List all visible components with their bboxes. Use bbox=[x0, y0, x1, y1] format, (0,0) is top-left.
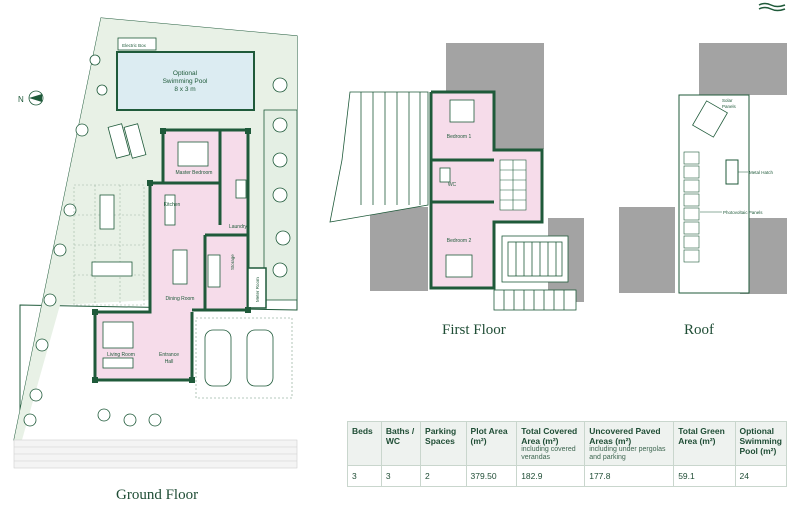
wall-posts bbox=[92, 128, 251, 383]
header-parking: Parking Spaces bbox=[420, 421, 467, 466]
meter-room bbox=[247, 267, 267, 309]
header-baths: Baths / WC bbox=[380, 421, 422, 466]
spec-table: Beds Baths / WC Parking Spaces Plot Area… bbox=[347, 421, 787, 487]
solar-panel bbox=[692, 100, 728, 138]
label-kitchen: Kitchen bbox=[164, 202, 181, 208]
roof-caption: Roof bbox=[684, 322, 714, 338]
photovoltaic-panels bbox=[683, 151, 700, 263]
label-entrance-2: Hall bbox=[165, 359, 174, 365]
label-laundry: Laundry bbox=[229, 224, 248, 230]
label-bedroom-1: Bedroom 1 bbox=[447, 134, 472, 140]
first-floor-plan: Bedroom 1 WC Bedroom 2 bbox=[329, 43, 584, 311]
lightwell bbox=[501, 235, 569, 283]
north-label: N bbox=[18, 95, 24, 104]
cars bbox=[204, 329, 274, 387]
metal-hatch bbox=[725, 159, 739, 185]
pergola-first bbox=[329, 91, 429, 223]
ground-floor-caption: Ground Floor bbox=[116, 487, 199, 503]
balcony-first bbox=[493, 289, 577, 311]
pool-label-2: Swimming Pool bbox=[163, 78, 208, 85]
compass-needle-icon bbox=[29, 94, 42, 102]
roof-slab-left bbox=[370, 207, 428, 291]
street-hatch bbox=[13, 439, 298, 469]
outdoor-table bbox=[99, 194, 115, 230]
label-dining-room: Dining Room bbox=[166, 296, 195, 302]
roof-plan: Solar Panels Metal Hatch Photovoltaic Pa… bbox=[619, 43, 787, 294]
cell-pool: 24 bbox=[734, 465, 787, 487]
cell-beds: 3 bbox=[347, 465, 382, 487]
header-plot-area: Plot Area (m²) bbox=[465, 421, 518, 466]
stairs bbox=[499, 159, 527, 211]
label-photovoltaic: Photovoltaic Panels bbox=[723, 210, 763, 215]
label-metal-hatch: Metal Hatch bbox=[749, 170, 774, 175]
first-floor-walls bbox=[429, 90, 544, 290]
pergola bbox=[73, 184, 145, 306]
header-beds: Beds bbox=[347, 421, 382, 466]
trees bbox=[23, 54, 291, 427]
pool-label-3: 8 x 3 m bbox=[174, 86, 195, 93]
furniture bbox=[102, 141, 247, 369]
label-solar-1: Solar bbox=[722, 98, 733, 103]
label-meter-room: Meter Room bbox=[255, 277, 260, 302]
label-entrance-1: Entrance bbox=[159, 352, 179, 358]
house-interior bbox=[95, 130, 248, 380]
label-living-room: Living Room bbox=[107, 352, 135, 358]
electric-box-label: Electric Box bbox=[122, 43, 147, 48]
header-green-area: Total Green Area (m²) bbox=[673, 421, 736, 466]
beds bbox=[439, 99, 475, 278]
cell-green-area: 59.1 bbox=[673, 465, 736, 487]
header-covered-area: Total Covered Area (m²)including covered… bbox=[516, 421, 586, 466]
label-master-bedroom: Master Bedroom bbox=[176, 170, 213, 176]
brand-logo-icon bbox=[758, 2, 786, 12]
header-uncovered-area: Uncovered Paved Areas (m²)including unde… bbox=[584, 421, 675, 466]
cell-baths: 3 bbox=[380, 465, 422, 487]
header-pool: Optional Swimming Pool (m²) bbox=[734, 421, 787, 466]
first-floor-caption: First Floor bbox=[442, 322, 506, 338]
roof-grey-top bbox=[699, 43, 787, 95]
cell-uncovered-area: 177.8 bbox=[584, 465, 675, 487]
sun-lounger bbox=[123, 123, 147, 159]
pool-label-1: Optional bbox=[173, 70, 198, 77]
label-solar-2: Panels bbox=[722, 104, 737, 109]
electric-box bbox=[117, 37, 157, 51]
cell-covered-area: 182.9 bbox=[516, 465, 586, 487]
cell-parking: 2 bbox=[420, 465, 467, 487]
house-walls bbox=[93, 128, 250, 382]
sun-lounger bbox=[107, 123, 131, 159]
label-wc: WC bbox=[448, 182, 457, 188]
spec-header-row: Beds Baths / WC Parking Spaces Plot Area… bbox=[347, 421, 787, 466]
label-bedroom-2: Bedroom 2 bbox=[447, 238, 472, 244]
outdoor-sofa bbox=[91, 261, 133, 277]
ground-floor-plan: Optional Swimming Pool 8 x 3 m Electric … bbox=[13, 17, 298, 469]
cell-plot-area: 379.50 bbox=[465, 465, 518, 487]
label-storage: Storage bbox=[230, 254, 235, 270]
swimming-pool bbox=[116, 51, 255, 111]
roof-grey-left bbox=[619, 207, 675, 293]
table-row: 3 3 2 379.50 182.9 177.8 59.1 24 bbox=[347, 465, 787, 487]
